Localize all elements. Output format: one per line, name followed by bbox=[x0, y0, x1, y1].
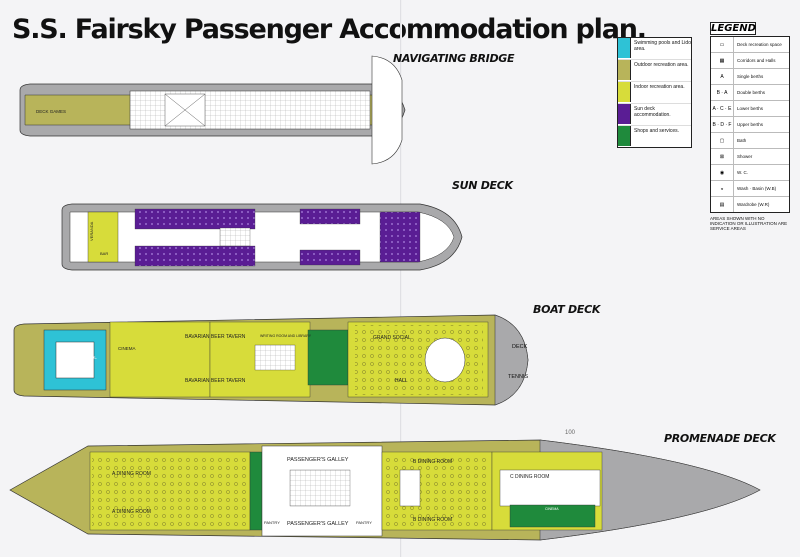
legend-symbol: ◒ bbox=[711, 181, 734, 196]
label-b-dining-room-1: B DINING ROOM bbox=[413, 459, 452, 465]
legend-symbol-row: ▦Corridors and Halls bbox=[711, 53, 789, 69]
label-frame-100: 100 bbox=[565, 430, 576, 436]
page-title: S.S. Fairsky Passenger Accommodation pla… bbox=[12, 14, 647, 45]
label-deck-games: DECK GAMES bbox=[36, 109, 66, 114]
legend-swatch bbox=[618, 82, 631, 102]
navigating-bridge-plan: DECK GAMES bbox=[19, 55, 406, 165]
label-cinema-promenade: CINEMA bbox=[545, 507, 559, 511]
legend-symbol-label: Wardrobe (W.R) bbox=[737, 202, 770, 207]
label-beer-tavern-2: BAVARIAN BEER TAVERN bbox=[185, 378, 246, 384]
symbol-legend: LEGEND ▭Deck recreation space ▦Corridors… bbox=[710, 22, 790, 231]
label-a-dining-room-1: A DINING ROOM bbox=[112, 471, 151, 477]
legend-label: Swimming pools and Lido area. bbox=[634, 40, 691, 52]
legend-symbol-row: ▢Bath bbox=[711, 133, 789, 149]
legend-item-outdoor: Outdoor recreation area. bbox=[618, 60, 691, 82]
legend-symbol: B · D · F bbox=[711, 117, 734, 132]
label-b-dining-room-2: B DINING ROOM bbox=[413, 517, 452, 523]
legend-symbol-row: ▤Wardrobe (W.R) bbox=[711, 197, 789, 212]
legend-symbol: ▭ bbox=[711, 37, 734, 52]
label-passengers-galley-2: PASSENGER'S GALLEY bbox=[287, 521, 349, 527]
deck-name-navigating-bridge: NAVIGATING BRIDGE bbox=[393, 52, 515, 65]
legend-swatch bbox=[618, 38, 631, 58]
deck-name-boat-deck: BOAT DECK bbox=[533, 303, 601, 316]
legend-label: Sun deck accommodation. bbox=[634, 106, 671, 118]
label-cinema: CINEMA bbox=[118, 346, 136, 351]
legend-label: Shops and services. bbox=[634, 128, 680, 134]
promenade-deck-plan: A DINING ROOM A DINING ROOM PASSENGER'S … bbox=[9, 430, 761, 541]
label-passengers-galley-1: PASSENGER'S GALLEY bbox=[287, 457, 349, 463]
area-color-legend: Swimming pools and Lido area. Outdoor re… bbox=[617, 37, 692, 148]
legend-symbol-label: Shower bbox=[737, 154, 753, 159]
deck-name-sun-deck: SUN DECK bbox=[452, 179, 513, 192]
legend-symbol: ▦ bbox=[711, 53, 734, 68]
boat-deck-plan: SWIMMING POOL CINEMA BAVARIAN BEER TAVER… bbox=[13, 314, 529, 406]
label-a-dining-room-2: A DINING ROOM bbox=[112, 509, 151, 515]
legend-label: Outdoor recreation area. bbox=[634, 62, 689, 68]
legend-symbol-label: Bath bbox=[737, 138, 747, 143]
legend-symbol-row: ⊠Shower bbox=[711, 149, 789, 165]
legend-swatch bbox=[618, 126, 631, 146]
legend-symbol: ◉ bbox=[711, 165, 734, 180]
legend-item-sundeck: Sun deck accommodation. bbox=[618, 104, 691, 126]
label-swimming-pool: SWIMMING POOL bbox=[59, 355, 97, 360]
legend-symbol: ▢ bbox=[711, 133, 734, 148]
legend-symbol-label: W. C. bbox=[737, 170, 748, 175]
deck-name-promenade-deck: PROMENADE DECK bbox=[664, 432, 776, 445]
legend-symbol: B · A bbox=[711, 85, 734, 100]
label-hall: HALL bbox=[395, 378, 408, 384]
legend-symbol-row: ◒Wash · Basin (W.B) bbox=[711, 181, 789, 197]
legend-symbol-label: Wash · Basin (W.B) bbox=[737, 186, 777, 191]
legend-symbol-row: ▭Deck recreation space bbox=[711, 37, 789, 53]
legend-item-indoor: Indoor recreation area. bbox=[618, 82, 691, 104]
legend-swatch bbox=[618, 60, 631, 80]
legend-title: LEGEND bbox=[710, 22, 756, 35]
label-beer-tavern-1: BAVARIAN BEER TAVERN bbox=[185, 334, 246, 340]
legend-symbol-label: Corridors and Halls bbox=[737, 58, 776, 63]
legend-symbol-label: Single berths bbox=[737, 74, 764, 79]
legend-symbol-label: Lower berths bbox=[737, 106, 764, 111]
legend-item-shops: Shops and services. bbox=[618, 126, 691, 147]
legend-label: Indoor recreation area. bbox=[634, 84, 685, 90]
label-tennis: TENNIS bbox=[508, 374, 529, 380]
label-veranda: VERANDA bbox=[89, 221, 94, 241]
label-writing-room: WRITING ROOM AND LIBRARY bbox=[260, 334, 312, 338]
legend-swatch bbox=[618, 104, 631, 124]
legend-symbol: A · C · E bbox=[711, 101, 734, 116]
legend-note: AREAS SHOWN WITH NO INDICATION OR ILLUST… bbox=[710, 216, 788, 231]
legend-symbol: ⊠ bbox=[711, 149, 734, 164]
label-c-dining-room: C DINING ROOM bbox=[510, 474, 549, 480]
legend-symbol-label: Deck recreation space bbox=[737, 42, 782, 47]
legend-symbol-table: ▭Deck recreation space ▦Corridors and Ha… bbox=[710, 36, 790, 213]
legend-symbol-row: ◉W. C. bbox=[711, 165, 789, 181]
label-pantry-2: PANTRY bbox=[356, 520, 372, 525]
legend-symbol: A bbox=[711, 69, 734, 84]
legend-item-pool: Swimming pools and Lido area. bbox=[618, 38, 691, 60]
legend-symbol-label: Double berths bbox=[737, 90, 766, 95]
sun-deck-plan: VERANDA BAR bbox=[61, 203, 463, 271]
page-fold bbox=[400, 0, 402, 557]
label-grand-social: GRAND SOCIAL bbox=[373, 335, 411, 341]
legend-symbol: ▤ bbox=[711, 197, 734, 212]
label-pantry-1: PANTRY bbox=[264, 520, 280, 525]
legend-symbol-label: Upper berths bbox=[737, 122, 764, 127]
label-bar: BAR bbox=[100, 251, 108, 256]
label-deck: DECK bbox=[512, 344, 528, 350]
